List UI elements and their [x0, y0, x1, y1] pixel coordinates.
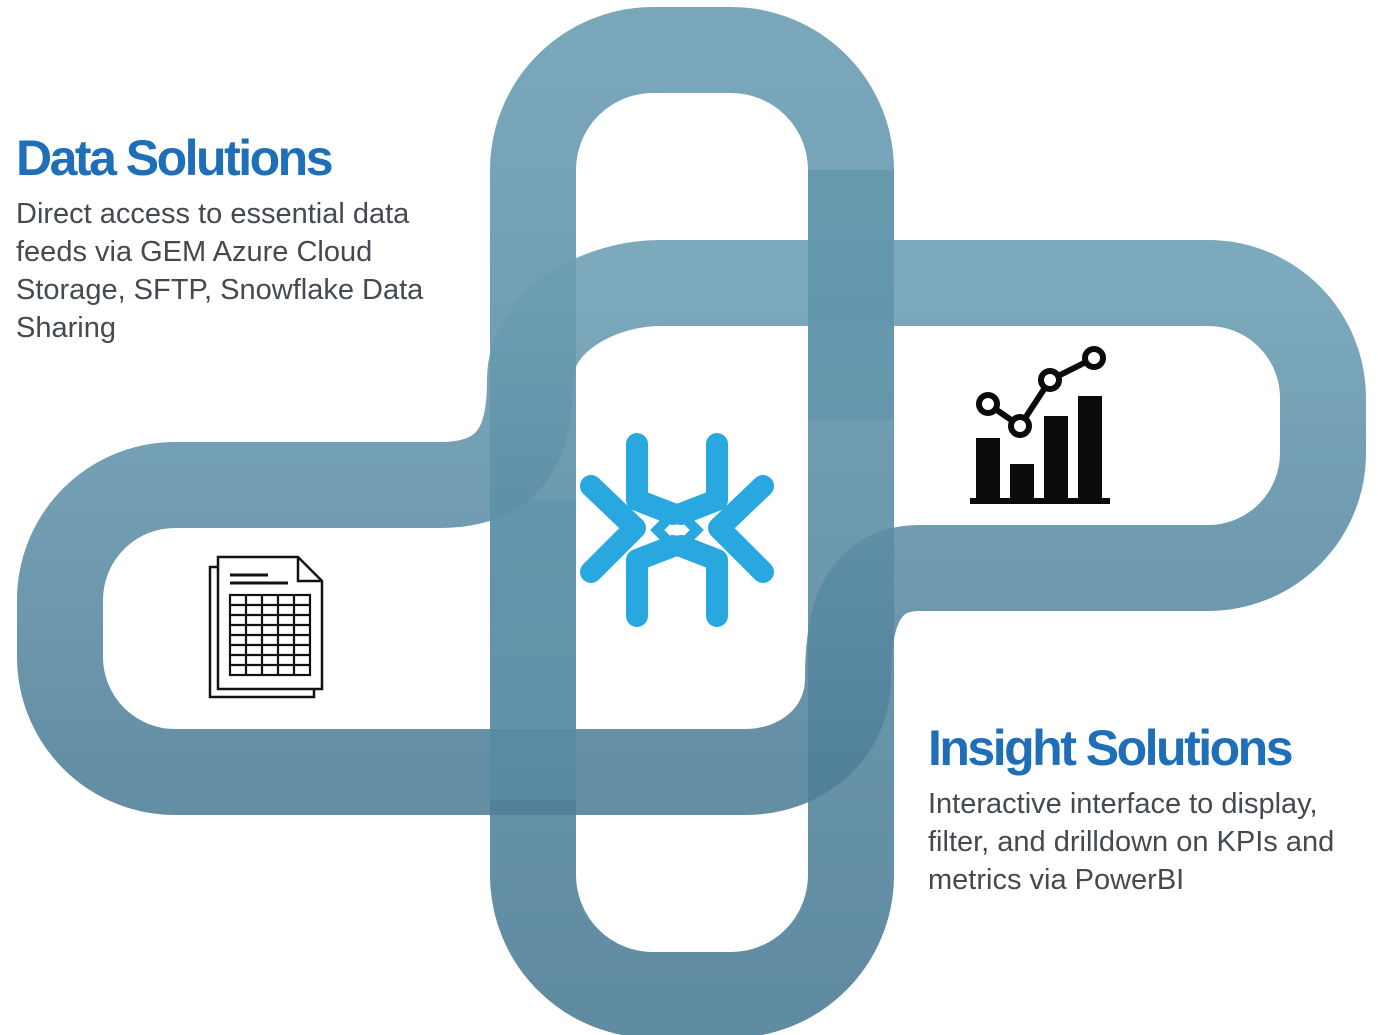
data-solutions-block: Data Solutions Direct access to essentia… [16, 133, 456, 347]
snowflake-logo-icon [580, 433, 774, 627]
data-solutions-description: Direct access to essential data feeds vi… [16, 198, 424, 344]
data-solutions-title: Data Solutions [16, 130, 334, 186]
insight-solutions-block: Insight Solutions Interactive interface … [928, 723, 1368, 899]
chart-analytics-icon [970, 346, 1110, 504]
horizontal-s-loop [17, 240, 1366, 815]
insight-solutions-title: Insight Solutions [928, 720, 1294, 776]
insight-solutions-description: Interactive interface to display, filter… [928, 788, 1335, 896]
spreadsheet-document-icon [208, 555, 324, 699]
